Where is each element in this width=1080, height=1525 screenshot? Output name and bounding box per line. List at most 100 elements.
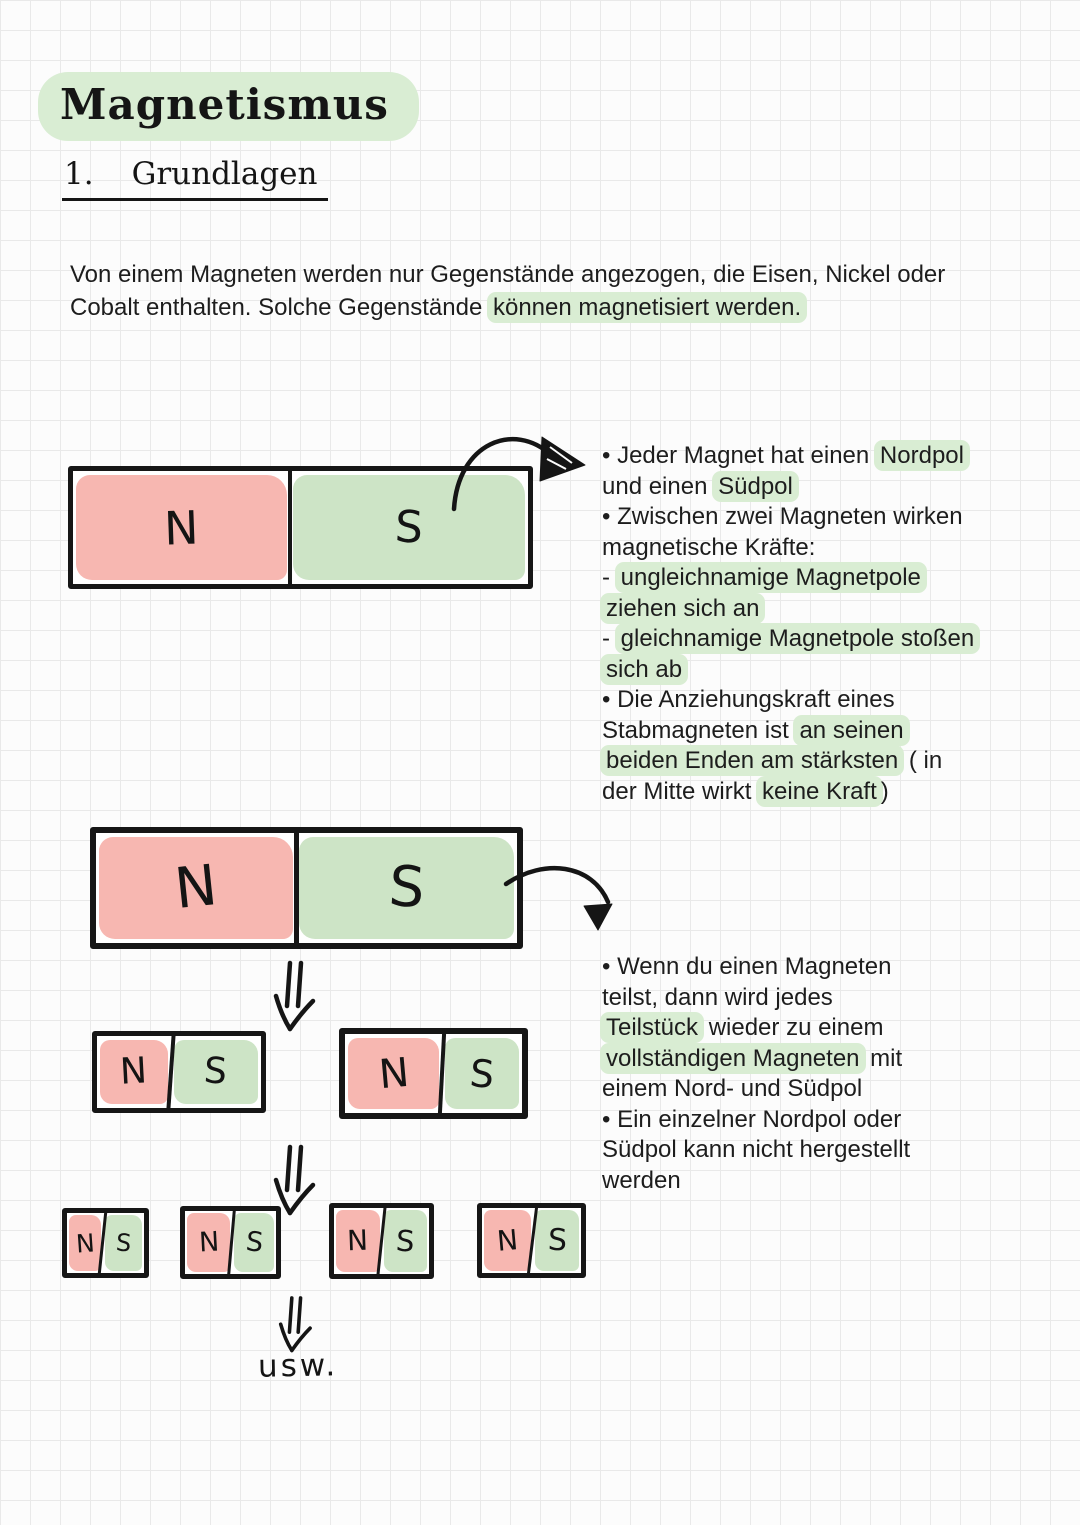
curved-arrow-2-icon: [503, 865, 613, 931]
bar-magnet-small-1: N S: [62, 1208, 149, 1278]
note-text: ): [880, 777, 889, 805]
north-pole-label: N: [119, 1050, 149, 1093]
note-line: werden: [602, 1166, 1052, 1197]
south-pole: S: [103, 1213, 144, 1273]
note-text: Südpol kann nicht hergestellt: [602, 1136, 911, 1163]
north-pole: N: [345, 1034, 442, 1113]
intro-line-2: Cobalt enthalten. Solche Gegenstände: [70, 294, 489, 321]
north-pole: N: [185, 1211, 232, 1274]
note-line: • Jeder Magnet hat einen Nordpol: [602, 440, 1052, 472]
curved-arrow-icon: [451, 436, 586, 512]
bar-magnet-medium-2: N S: [339, 1028, 528, 1119]
south-pole: S: [533, 1208, 581, 1273]
notes-list-2: • Wenn du einen Magneten teilst, dann wi…: [600, 952, 1052, 1197]
north-pole-label: N: [74, 1227, 96, 1259]
note-highlight: Nordpol: [873, 440, 970, 471]
north-pole: N: [73, 471, 290, 584]
page-title: Magnetismus: [60, 80, 389, 129]
note-line: ziehen sich an: [600, 592, 1052, 625]
note-text: ( in: [902, 747, 943, 774]
page-title-highlight: Magnetismus: [38, 72, 419, 141]
north-pole-label: N: [495, 1222, 520, 1258]
bar-magnet-small-3: N S: [329, 1203, 434, 1279]
note-line: Südpol kann nicht hergestellt: [602, 1135, 1052, 1166]
note-line: der Mitte wirkt keine Kraft): [602, 775, 1052, 808]
notes-list-1: • Jeder Magnet hat einen Nordpol und ein…: [600, 440, 1052, 808]
south-pole-label: S: [468, 1050, 497, 1097]
note-text: -: [602, 625, 617, 652]
south-pole: S: [296, 833, 517, 943]
note-text: wieder zu einem: [702, 1014, 884, 1041]
note-line: - ungleichnamige Magnetpole: [602, 562, 1052, 594]
south-pole-label: S: [203, 1050, 229, 1093]
south-pole-label: S: [386, 853, 427, 922]
note-line: Teilstück wieder zu einem: [600, 1012, 1052, 1044]
note-highlight: sich ab: [600, 653, 689, 685]
note-text: magnetische Kräfte:: [602, 533, 816, 561]
south-pole-label: S: [244, 1226, 265, 1259]
note-highlight: ungleichnamige Magnetpole: [614, 562, 927, 593]
note-text: einem Nord- und Südpol: [602, 1075, 863, 1102]
south-pole-paint: [293, 475, 525, 580]
pole-divider: [288, 469, 293, 586]
section-heading: 1.Grundlagen: [62, 156, 328, 201]
double-down-arrow-icon: [273, 1144, 316, 1216]
note-highlight: vollständigen Magneten: [600, 1042, 866, 1074]
note-line: • Zwischen zwei Magneten wirken: [602, 502, 1052, 533]
south-pole-label: S: [546, 1222, 568, 1258]
double-down-arrow-icon: [278, 1296, 312, 1353]
note-line: einem Nord- und Südpol: [602, 1074, 1052, 1105]
note-text: Stabmagneten ist: [602, 716, 796, 744]
north-pole: N: [96, 833, 296, 943]
note-text: und einen: [602, 472, 715, 500]
note-line: teilst, dann wird jedes: [602, 983, 1052, 1014]
north-pole-paint: [484, 1210, 532, 1271]
intro-line-1: Von einem Magneten werden nur Gegenständ…: [70, 261, 946, 288]
note-text: werden: [602, 1166, 681, 1194]
north-pole-paint: [336, 1210, 380, 1272]
note-text: • Ein einzelner Nordpol oder: [602, 1105, 902, 1133]
section-title: Grundlagen: [131, 156, 318, 192]
note-line: • Die Anziehungskraft eines: [602, 685, 1052, 716]
note-text: • Jeder Magnet hat einen: [602, 442, 876, 469]
etc-label: usw.: [257, 1347, 339, 1385]
north-pole: N: [482, 1208, 533, 1273]
note-line: Stabmagneten ist an seinen: [602, 714, 1052, 747]
note-text: • Zwischen zwei Magneten wirken: [602, 503, 963, 530]
bar-magnet-medium-1: N S: [92, 1031, 266, 1113]
intro-line-2-highlight: können magnetisiert werden.: [486, 292, 808, 323]
note-line: und einen Südpol: [602, 470, 1052, 503]
note-highlight: gleichnamige Magnetpole stoßen: [614, 623, 981, 654]
note-highlight: keine Kraft: [756, 775, 883, 807]
note-highlight: Südpol: [712, 470, 799, 502]
south-pole: S: [442, 1034, 522, 1113]
note-line: sich ab: [600, 653, 1052, 686]
north-pole-paint: [100, 1040, 168, 1104]
note-text: -: [602, 564, 617, 591]
south-pole: S: [232, 1211, 276, 1274]
south-pole: S: [382, 1208, 430, 1274]
south-pole-paint: [383, 1210, 427, 1272]
note-highlight: ziehen sich an: [600, 592, 766, 624]
south-pole-paint: [298, 837, 514, 939]
note-line: • Ein einzelner Nordpol oder: [602, 1105, 1052, 1136]
south-pole-label: S: [393, 500, 425, 554]
south-pole: S: [290, 471, 528, 584]
bar-magnet-small-4: N S: [477, 1203, 586, 1278]
note-text: • Die Anziehungskraft eines: [602, 686, 895, 713]
note-line: beiden Enden am stärksten ( in: [600, 745, 1052, 777]
north-pole: N: [67, 1213, 103, 1273]
north-pole-paint: [348, 1038, 440, 1109]
south-pole-paint: [173, 1040, 258, 1104]
note-text: der Mitte wirkt: [602, 777, 759, 805]
note-highlight: an seinen: [793, 714, 910, 746]
note-text: • Wenn du einen Magneten: [602, 953, 892, 980]
north-pole: N: [334, 1208, 382, 1274]
north-pole: N: [97, 1036, 171, 1108]
double-down-arrow-icon: [273, 960, 316, 1032]
south-pole-paint: [234, 1213, 274, 1272]
note-highlight: Teilstück: [600, 1012, 705, 1043]
note-highlight: beiden Enden am stärksten: [600, 745, 905, 776]
north-pole-label: N: [163, 499, 200, 556]
